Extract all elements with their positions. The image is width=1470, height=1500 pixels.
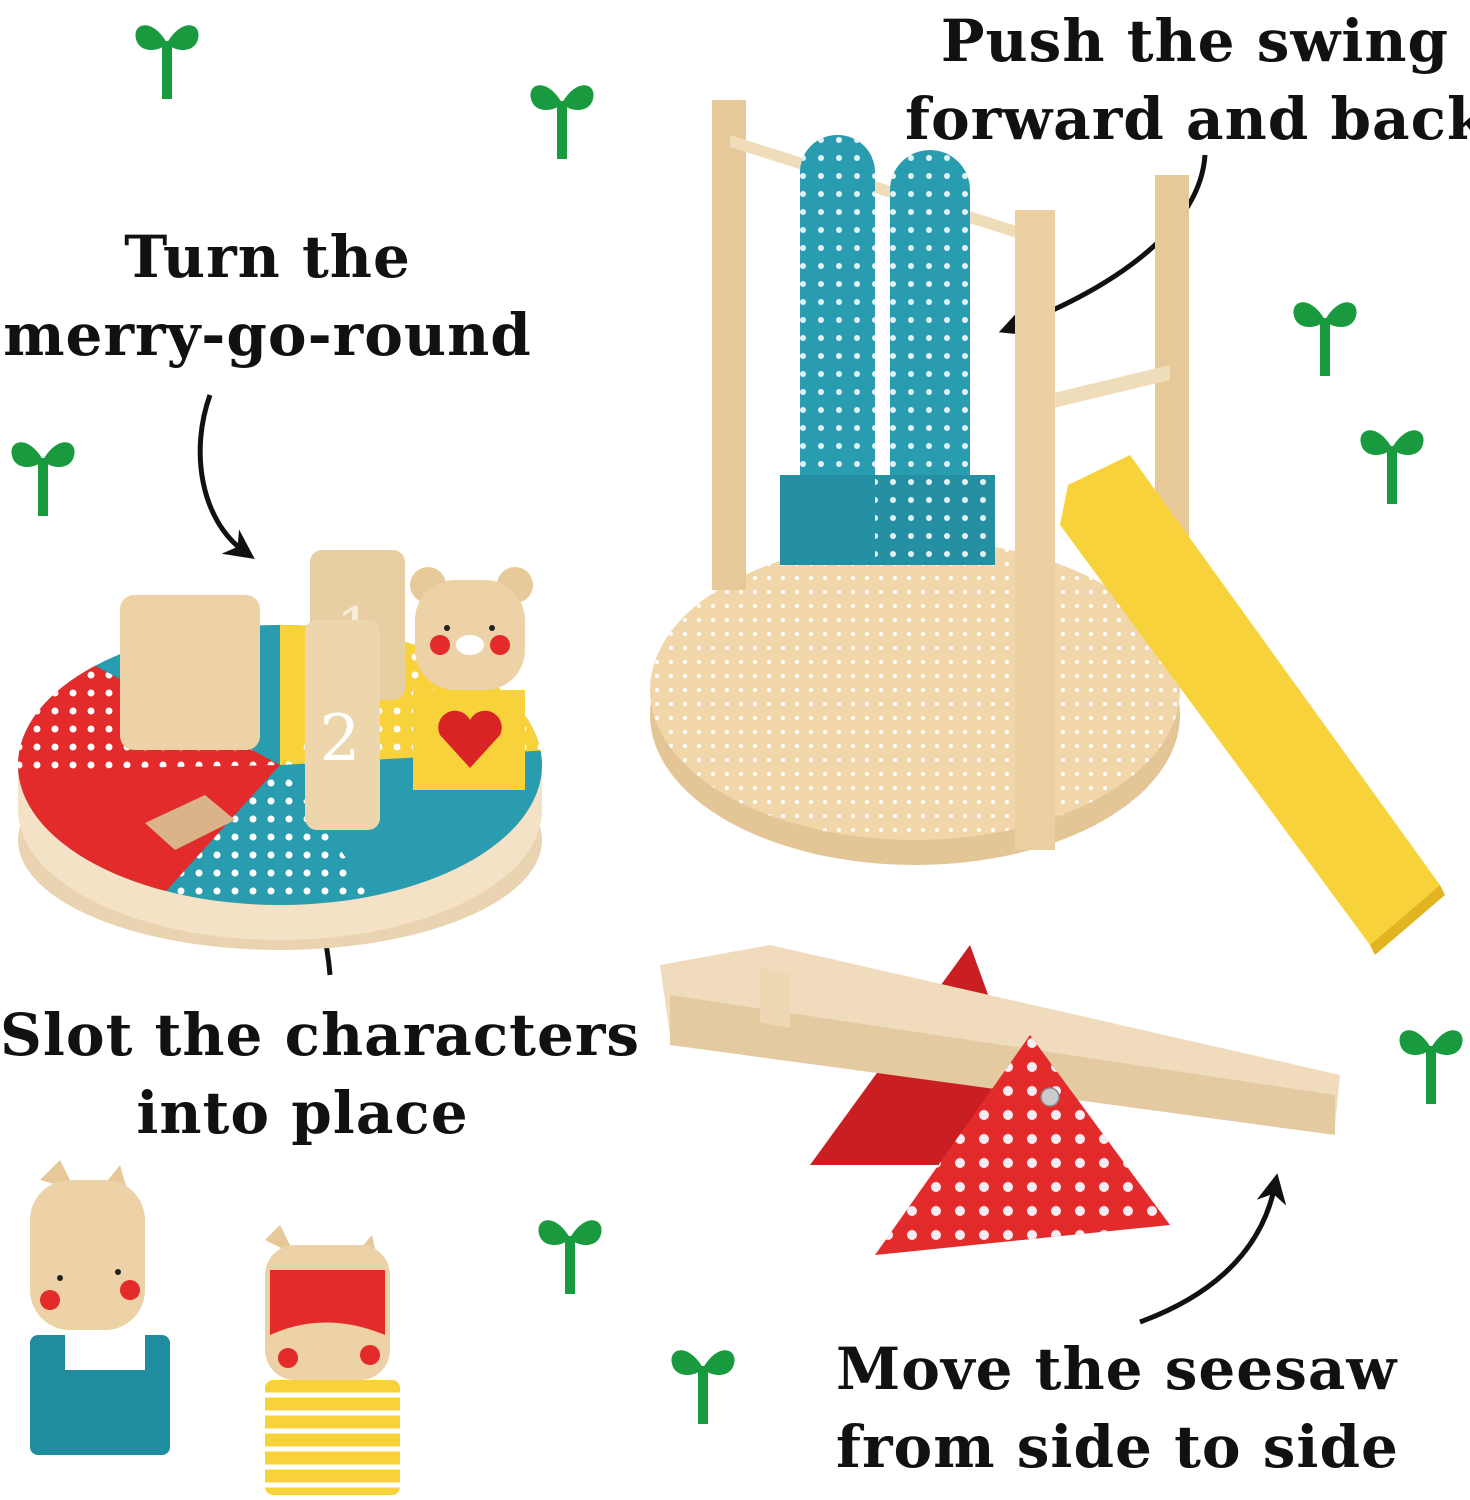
sprout-icon — [1357, 420, 1427, 509]
caption-characters-line2: into place — [136, 1079, 469, 1147]
sprout-icon — [1396, 1020, 1466, 1109]
caption-merry-go-round-line2: merry-go-round — [3, 301, 532, 369]
bear-character — [410, 567, 533, 790]
sprout-icon — [1290, 292, 1360, 381]
merry-go-round-illustration: 1 2 — [18, 550, 542, 950]
caption-merry-go-round-line1: Turn the — [124, 223, 411, 291]
caption-swing: Push the swing forward and back — [905, 2, 1470, 158]
caption-seesaw-line2: from side to side — [836, 1413, 1399, 1481]
caption-swing-line1: Push the swing — [940, 7, 1450, 75]
caption-seesaw: Move the seesaw from side to side — [836, 1330, 1399, 1486]
caption-swing-line2: forward and back — [905, 85, 1470, 153]
swing-slide-illustration — [650, 100, 1445, 955]
door-number-2: 2 — [320, 702, 361, 776]
sprout-icon — [527, 75, 597, 164]
caption-characters-line1: Slot the characters — [0, 1001, 641, 1069]
bunny-character — [30, 1160, 170, 1455]
caption-seesaw-line1: Move the seesaw — [836, 1335, 1398, 1403]
characters-illustration — [30, 1160, 400, 1495]
sprout-icon — [132, 15, 202, 104]
sprout-icon — [8, 432, 78, 521]
sprout-icon — [535, 1210, 605, 1299]
fox-character — [265, 1225, 400, 1495]
seesaw-illustration — [660, 945, 1340, 1255]
caption-characters: Slot the characters into place — [0, 996, 641, 1152]
sprout-icon — [668, 1340, 738, 1429]
caption-merry-go-round: Turn the merry-go-round — [0, 218, 535, 374]
